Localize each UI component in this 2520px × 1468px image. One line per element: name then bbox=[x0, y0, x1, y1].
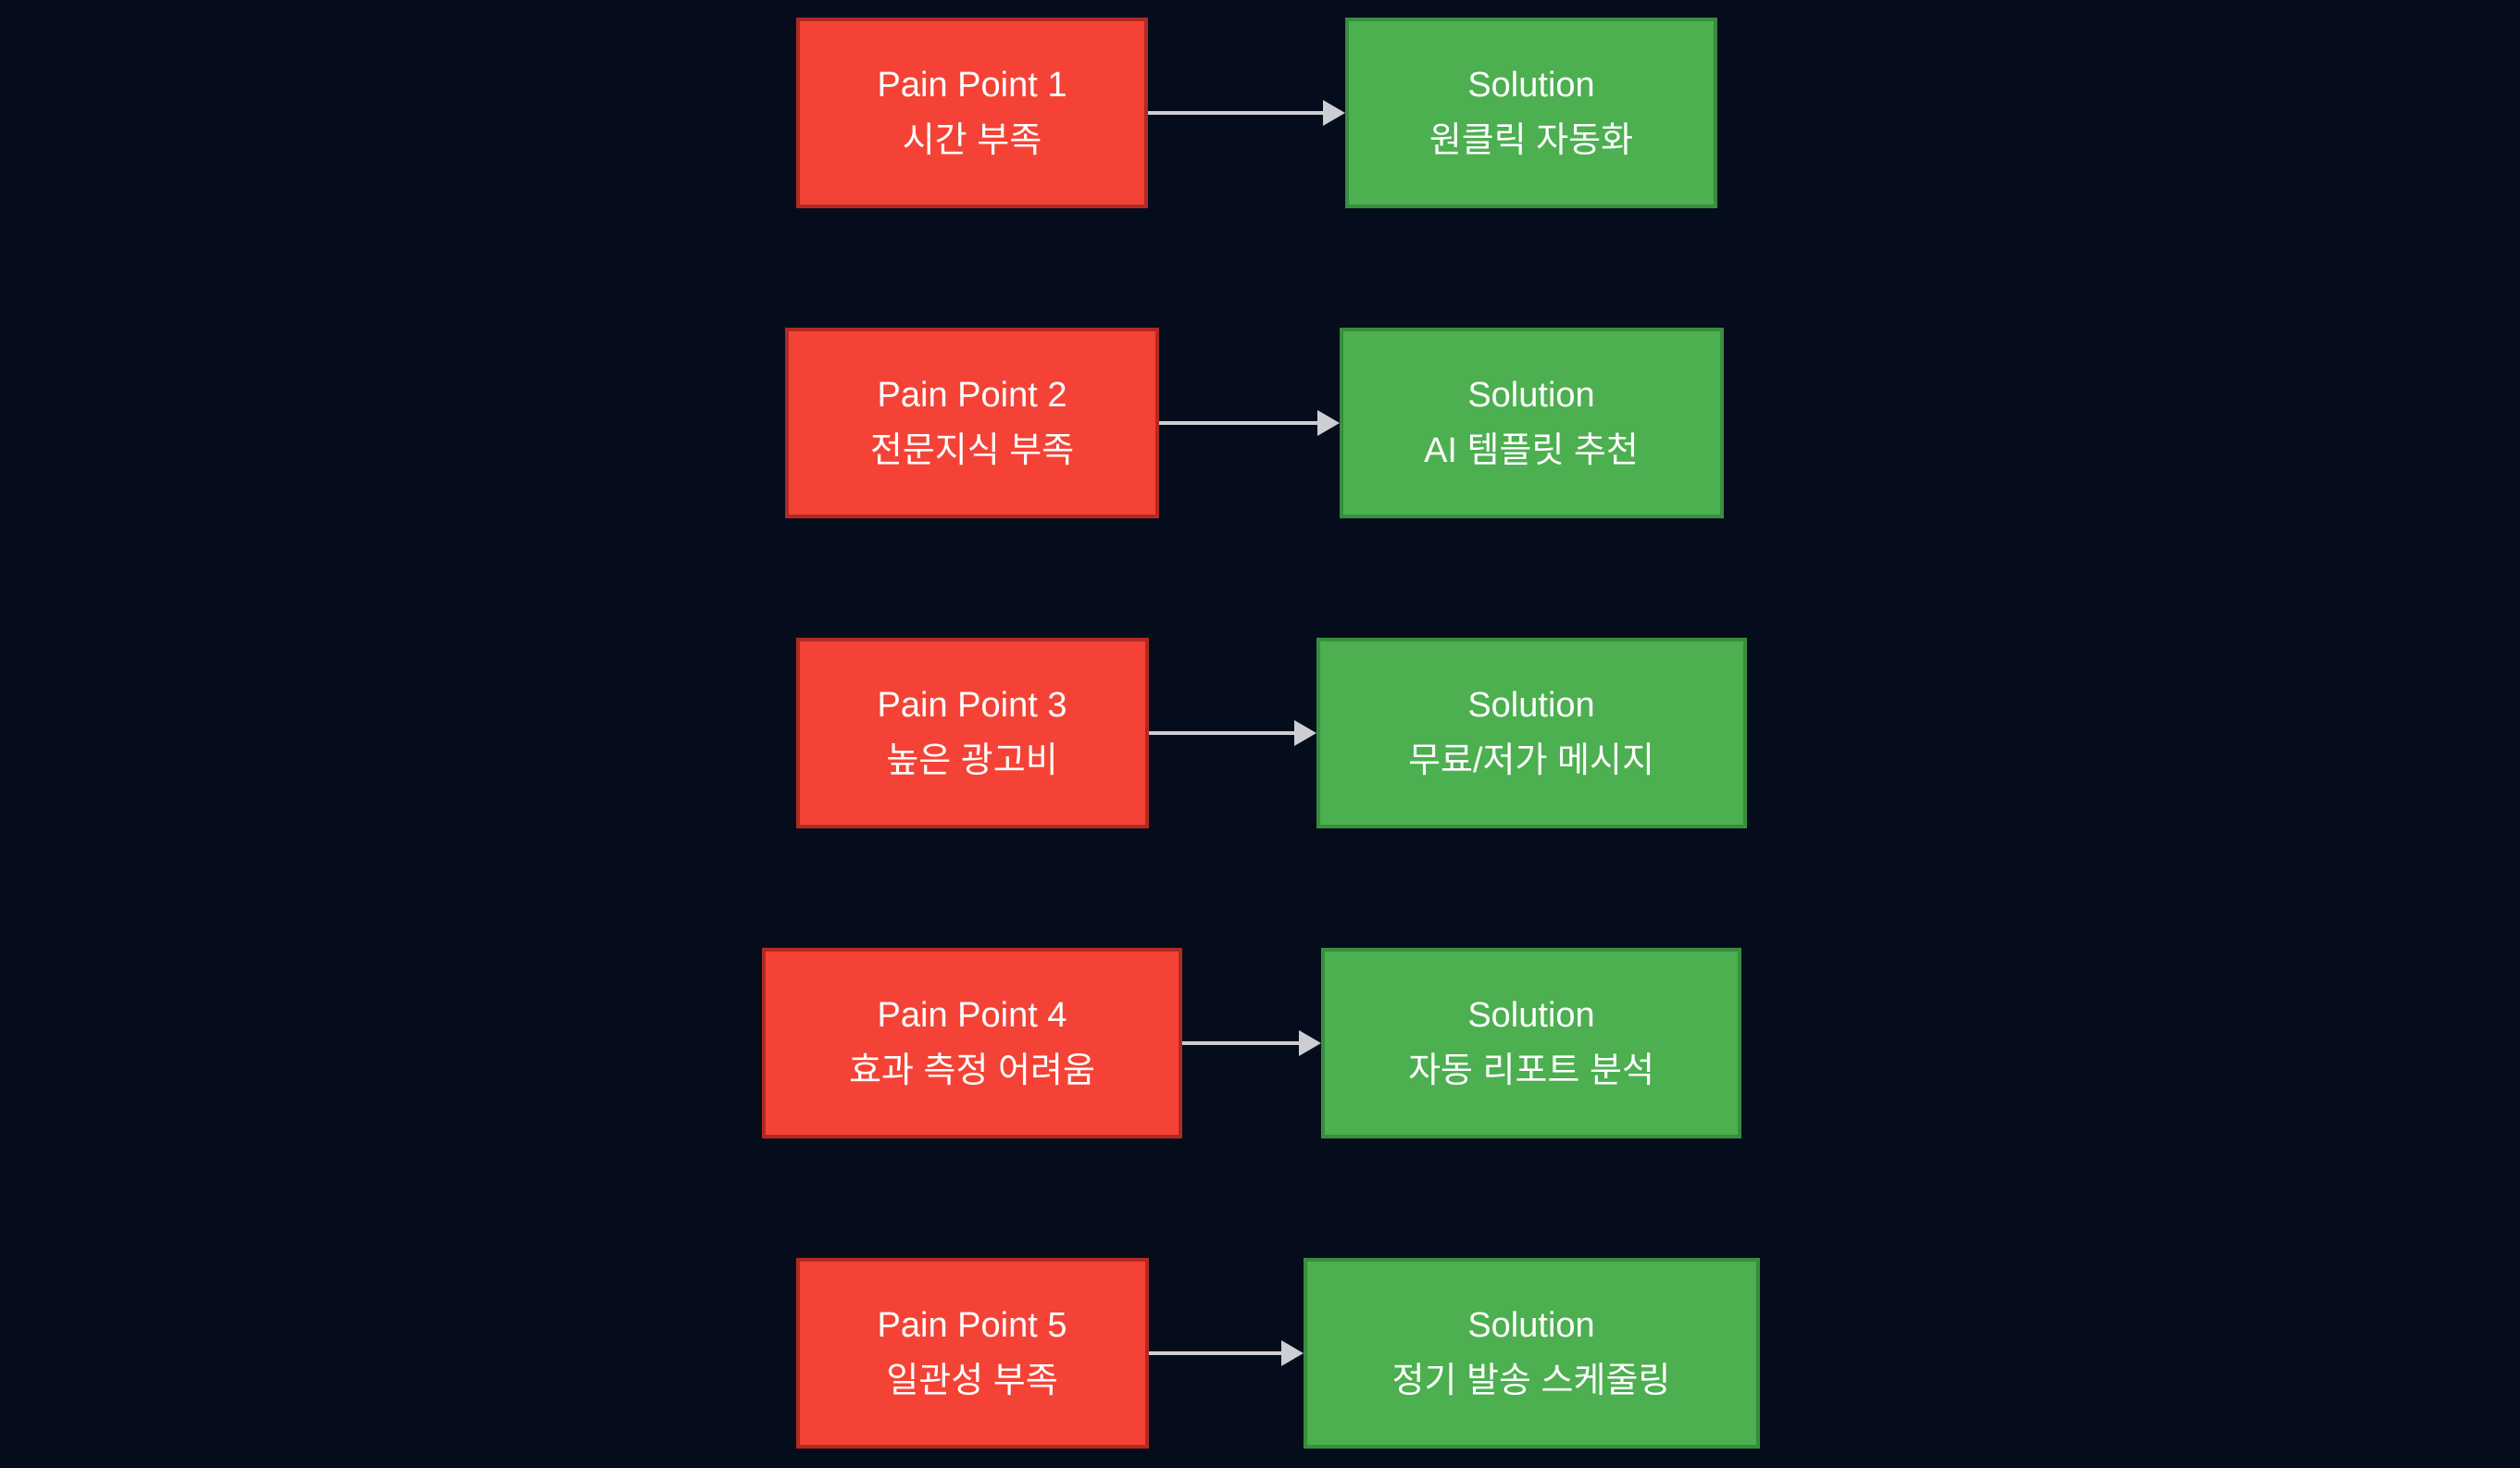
solution-title: Solution bbox=[1467, 1306, 1595, 1345]
arrow-connector-line bbox=[1148, 1351, 1283, 1355]
solution-title: Solution bbox=[1467, 686, 1595, 725]
solution-title: Solution bbox=[1467, 996, 1595, 1035]
pain-point-desc: 전문지식 부족 bbox=[869, 431, 1075, 470]
pain-solution-row: Pain Point 2 전문지식 부족 Solution AI 템플릿 추천 bbox=[0, 328, 2520, 518]
arrow-head-icon bbox=[1293, 720, 1316, 746]
pain-solution-row: Pain Point 3 높은 광고비 Solution 무료/저가 메시지 bbox=[0, 638, 2520, 828]
pain-point-box: Pain Point 1 시간 부족 bbox=[796, 18, 1148, 208]
arrow-connector-line bbox=[1159, 421, 1319, 425]
solution-box: Solution 정기 발송 스케줄링 bbox=[1303, 1258, 1760, 1449]
arrow-connector-line bbox=[1148, 731, 1296, 735]
pain-point-title: Pain Point 5 bbox=[877, 1306, 1067, 1345]
solution-desc: 원클릭 자동화 bbox=[1428, 121, 1634, 160]
solution-title: Solution bbox=[1467, 376, 1595, 415]
pain-solution-row: Pain Point 5 일관성 부족 Solution 정기 발송 스케줄링 bbox=[0, 1258, 2520, 1449]
pain-point-title: Pain Point 3 bbox=[877, 686, 1067, 725]
arrow-head-icon bbox=[1316, 410, 1340, 436]
arrow-head-icon bbox=[1323, 100, 1345, 126]
pain-point-title: Pain Point 2 bbox=[877, 376, 1067, 415]
solution-desc: 무료/저가 메시지 bbox=[1408, 741, 1654, 780]
solution-desc: 자동 리포트 분석 bbox=[1408, 1051, 1654, 1090]
solution-box: Solution 무료/저가 메시지 bbox=[1316, 638, 1747, 828]
pain-point-box: Pain Point 2 전문지식 부족 bbox=[785, 328, 1159, 518]
pain-point-desc: 시간 부족 bbox=[902, 121, 1042, 160]
arrow-connector-line bbox=[1148, 111, 1325, 115]
pain-point-desc: 높은 광고비 bbox=[886, 741, 1058, 780]
pain-point-box: Pain Point 5 일관성 부족 bbox=[795, 1258, 1149, 1449]
pain-solution-row: Pain Point 4 효과 측정 어려움 Solution 자동 리포트 분… bbox=[0, 948, 2520, 1138]
solution-desc: AI 템플릿 추천 bbox=[1424, 431, 1639, 470]
solution-title: Solution bbox=[1467, 66, 1595, 105]
pain-point-desc: 일관성 부족 bbox=[886, 1362, 1058, 1400]
pain-point-desc: 효과 측정 어려움 bbox=[849, 1051, 1095, 1090]
pain-solution-row: Pain Point 1 시간 부족 Solution 원클릭 자동화 bbox=[0, 18, 2520, 208]
arrow-connector-line bbox=[1182, 1041, 1301, 1045]
pain-point-title: Pain Point 4 bbox=[877, 996, 1067, 1035]
pain-point-title: Pain Point 1 bbox=[877, 66, 1067, 105]
arrow-head-icon bbox=[1299, 1030, 1321, 1056]
pain-point-box: Pain Point 4 효과 측정 어려움 bbox=[762, 948, 1182, 1138]
solution-box: Solution 자동 리포트 분석 bbox=[1321, 948, 1741, 1138]
solution-desc: 정기 발송 스케줄링 bbox=[1391, 1362, 1671, 1400]
solution-box: Solution 원클릭 자동화 bbox=[1345, 18, 1717, 208]
arrow-head-icon bbox=[1280, 1340, 1304, 1366]
solution-box: Solution AI 템플릿 추천 bbox=[1339, 328, 1724, 518]
pain-point-box: Pain Point 3 높은 광고비 bbox=[795, 638, 1149, 828]
